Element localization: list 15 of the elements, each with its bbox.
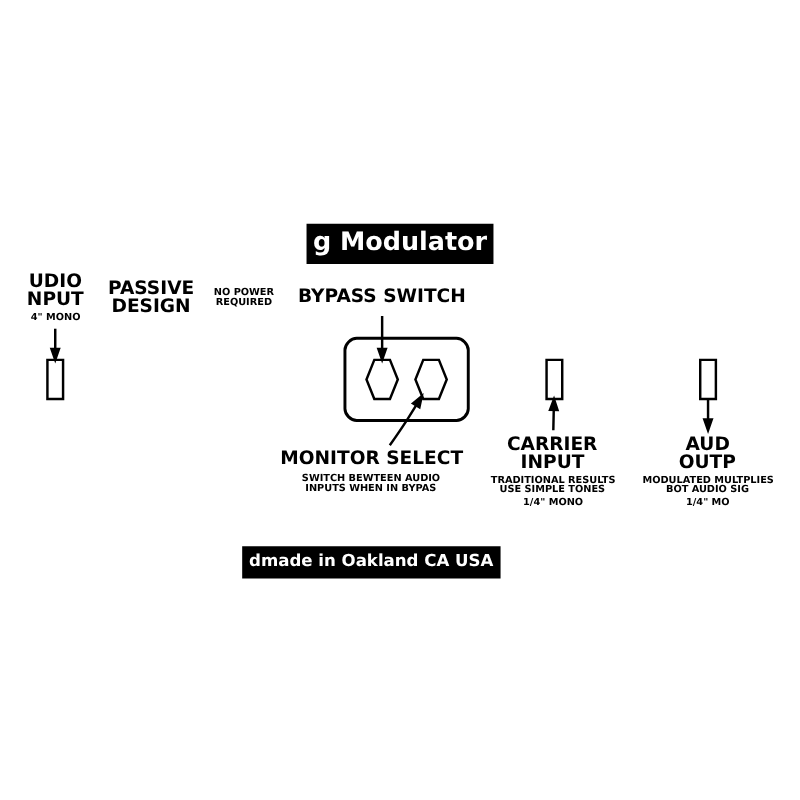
- arrow: [376, 316, 388, 364]
- arrow: [49, 328, 61, 364]
- diagram-title: g Modulator: [312, 225, 488, 256]
- label: dmade in Oakland CA USA: [249, 549, 494, 570]
- node-hexagon: [414, 358, 449, 401]
- node-box: [545, 358, 564, 401]
- cluster: [343, 336, 470, 423]
- node-text: BYPASS SWITCH: [297, 286, 466, 309]
- arrow: [548, 395, 560, 431]
- arrow: [388, 393, 424, 446]
- label: PASSIVE DESIGN: [108, 277, 195, 319]
- node-box: [46, 358, 65, 401]
- node-box: [699, 358, 718, 401]
- arrow: [702, 399, 714, 434]
- node-hexagon: [365, 358, 400, 401]
